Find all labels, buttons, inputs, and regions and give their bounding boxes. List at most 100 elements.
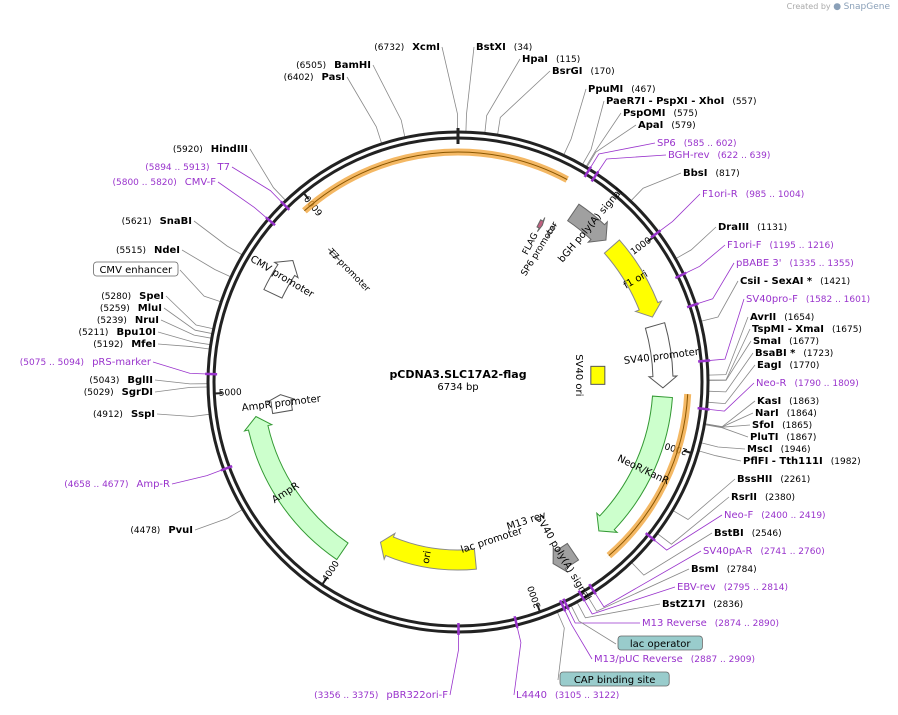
ruler-label-3000: 3000 <box>526 584 543 609</box>
leader-bsmi <box>587 568 690 612</box>
primer-amp-r: (4658 .. 4677)Amp-R <box>64 479 170 490</box>
leader-kasi <box>704 400 756 428</box>
leader-box-cmv-enhancer <box>179 269 222 303</box>
leader-avrii <box>707 316 749 376</box>
leader-nari <box>704 412 754 428</box>
leader-nrui <box>160 319 212 339</box>
enzyme-avrii: AvrII(1654) <box>750 312 814 323</box>
primer-l4440: L4440(3105 .. 3122) <box>516 690 619 701</box>
primer-bgh-rev: BGH-rev(622 .. 639) <box>668 150 770 161</box>
leader-primer-m13-reverse <box>566 606 640 624</box>
enzyme-nrui: (5239)NruI <box>97 315 159 326</box>
enzyme-smai: SmaI(1677) <box>753 336 819 347</box>
box-cmv-enhancer <box>93 261 179 277</box>
enzyme-sgrdi: (5029)SgrDI <box>84 387 153 398</box>
feature-sv40-ori <box>590 365 606 385</box>
primer-tick-pbabe-3 <box>686 302 699 309</box>
feature-cmv-promoter <box>263 260 299 299</box>
enzyme-pflfi-tth111i: PflFI - Tth111I(1982) <box>743 456 861 467</box>
enzyme-pluti: PluTI(1867) <box>750 432 816 443</box>
primer-tick-sv40pro-f <box>698 359 711 363</box>
box-label-lac-operator: lac operator <box>630 639 691 650</box>
feature-sp6-promoter <box>546 223 557 238</box>
leader-paer7i-pspxi-xhoi <box>581 100 605 166</box>
primer-neo-f: Neo-F(2400 .. 2419) <box>724 510 826 521</box>
brand-created-by: Created by <box>786 2 831 11</box>
leader-primer-f1ori-r <box>657 193 701 233</box>
leader-bglii <box>154 379 209 385</box>
feature-label-t7-promoter: T7 promoter <box>325 247 372 295</box>
enzyme-bstz17i: BstZ17I(2836) <box>662 599 743 610</box>
leader-sspi <box>156 413 211 417</box>
enzyme-spei: (5280)SpeI <box>101 291 164 302</box>
primer-tick-t7 <box>280 200 291 211</box>
enzyme-bsmi: BsmI(2784) <box>691 564 757 575</box>
leader-bbsi <box>630 172 682 202</box>
leader-bamhi <box>372 64 406 138</box>
ruler-tick-4000 <box>321 577 328 586</box>
leader-primer-sp6 <box>589 142 656 170</box>
leader-eagi <box>707 364 756 405</box>
enzyme-mfei: (5192)MfeI <box>93 339 156 350</box>
leader-sgrdi <box>154 386 209 393</box>
primer-sv40pa-r: SV40pA-R(2741 .. 2760) <box>703 546 825 557</box>
enzyme-bsrgi: BsrGI(170) <box>552 66 615 77</box>
leader-mlui <box>163 307 213 335</box>
leader-primer-amp-r <box>171 468 224 485</box>
enzyme-bglii: (5043)BglII <box>89 375 153 386</box>
enzyme-bpu10i: (5211)Bpu10I <box>79 327 156 338</box>
leader-box-lac-operator <box>570 604 617 645</box>
enzyme-eagi: EagI(1770) <box>757 360 819 371</box>
plasmid-name: pCDNA3.SLC17A2-flag <box>389 368 526 381</box>
leader-msci <box>700 442 746 450</box>
box-cap-binding-site <box>559 671 670 687</box>
leader-spei <box>165 295 214 330</box>
primer-tick-bgh-rev <box>590 170 600 183</box>
feature-neor-kanr <box>596 395 673 534</box>
primer-cmv-f: (5800 .. 5820)CMV-F <box>112 177 216 188</box>
primer-f1ori-r: F1ori-R(985 .. 1004) <box>702 189 804 200</box>
enzyme-apai: ApaI(579) <box>638 120 696 131</box>
primer-tick-f1ori-r <box>650 229 662 239</box>
primer-tick-amp-r <box>220 465 233 472</box>
enzyme-xcmi: (6732)XcmI <box>374 42 440 53</box>
primer-neo-r: Neo-R(1790 .. 1809) <box>756 378 859 389</box>
label-lac-promoter: lac promoter <box>460 525 525 556</box>
ruler-tick-3000 <box>536 603 541 613</box>
leader-primer-sv40pro-f <box>707 298 745 362</box>
feature-label-ori: ori <box>421 550 434 565</box>
leader-primer-l4440 <box>513 624 522 696</box>
leader-rsrii <box>656 496 730 545</box>
box-lac-operator <box>617 635 703 651</box>
primer-tick-ebv-rev <box>577 589 586 602</box>
orange-arc-line-2 <box>608 394 689 556</box>
primer-t7: (5894 .. 5913)T7 <box>145 162 230 173</box>
leader-pflfi-tth111i <box>698 450 742 462</box>
enzyme-sfoi: SfoI(1865) <box>752 420 812 431</box>
leader-primer-ebv-rev <box>582 586 676 615</box>
box-label-cmv-enhancer: CMV enhancer <box>99 265 173 276</box>
leader-primer-neo-f <box>652 514 723 551</box>
leader-bsabi <box>707 352 754 393</box>
enzyme-pvui: (4478)PvuI <box>130 525 193 536</box>
ruler-label-4000: 4000 <box>321 559 342 584</box>
feature-flag <box>536 217 546 232</box>
primer-m13-puc-reverse: M13/pUC Reverse(2887 .. 2909) <box>594 654 755 665</box>
enzyme-pspomi: PspOMI(575) <box>623 108 698 119</box>
enzyme-bsabi: BsaBI *(1723) <box>755 348 833 359</box>
enzyme-hpai: HpaI(115) <box>522 54 580 65</box>
leader-bpu10i <box>157 331 211 346</box>
snapgene-branding: Created by ● SnapGene <box>787 2 890 12</box>
leader-primer-m13-puc-reverse <box>563 608 593 660</box>
enzyme-bstbi: BstBI(2546) <box>714 528 782 539</box>
feature-label-sv40-ori: SV40 ori <box>573 354 584 396</box>
primer-tick-neo-r <box>697 406 710 411</box>
leader-snabi <box>193 220 243 256</box>
leader-primer-bgh-rev <box>596 154 667 175</box>
leader-primer-prs-marker <box>152 361 209 375</box>
primer-tick-f1ori-f <box>674 271 687 280</box>
ruler-tick-6000 <box>302 192 310 200</box>
leader-xcmi <box>441 46 458 132</box>
enzyme-tspmi-xmai: TspMI - XmaI(1675) <box>752 324 862 335</box>
leader-primer-t7 <box>231 166 284 204</box>
